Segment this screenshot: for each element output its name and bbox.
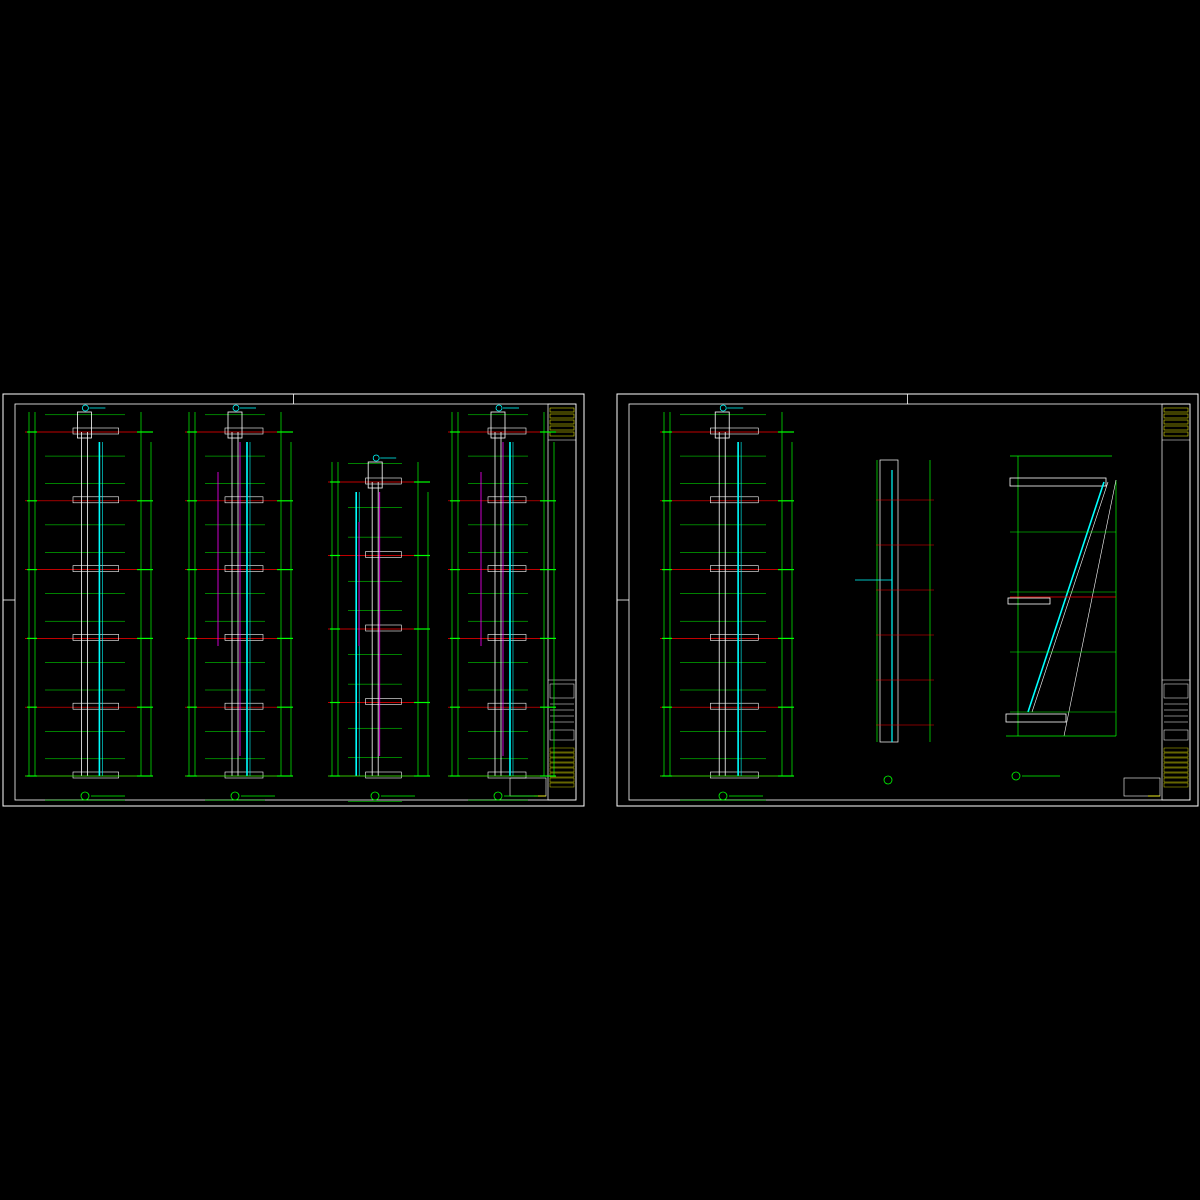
title-block-cell [549, 762, 575, 768]
title-block-cell [1163, 757, 1189, 763]
floor-slab [365, 698, 402, 705]
section-label-marker [883, 775, 893, 785]
roof-slab [1009, 477, 1107, 487]
narrow-wall-detail [855, 459, 934, 785]
floor-slab [72, 771, 119, 779]
wall-section-detail [25, 404, 153, 801]
section-label-marker [1011, 771, 1021, 781]
title-block-cell [549, 425, 575, 431]
section-label-marker [80, 791, 90, 801]
floor-slab [72, 565, 119, 572]
wall-body [879, 459, 899, 743]
company-logo [1163, 683, 1189, 699]
title-block-cell [1163, 782, 1189, 788]
detail-callout [495, 404, 503, 412]
floor-slab [487, 427, 527, 435]
stamp-box [509, 777, 547, 797]
floor-slab [224, 771, 264, 779]
title-block-cell [1163, 413, 1189, 419]
title-block [1161, 403, 1191, 801]
title-block-cell [549, 772, 575, 778]
sheet-left [2, 393, 585, 807]
wall-section-detail [448, 404, 556, 801]
floor-slab [1007, 597, 1051, 605]
title-block-cell [549, 431, 575, 437]
title-block-cell [549, 407, 575, 413]
base-slab [1005, 713, 1067, 723]
floor-slab [710, 427, 759, 435]
floor-slab [710, 702, 759, 710]
wall-section-detail [185, 404, 293, 801]
floor-slab [710, 771, 759, 779]
title-block-cell [1163, 747, 1189, 753]
floor-slab [710, 496, 759, 504]
floor-slab [710, 565, 759, 572]
floor-slab [365, 771, 402, 779]
sloped-frame [1063, 479, 1117, 737]
detail-callout [372, 454, 380, 462]
title-block-cell [1163, 762, 1189, 768]
title-block-cell [1163, 419, 1189, 425]
parapet [227, 411, 243, 439]
title-block-cell [549, 752, 575, 758]
parapet [77, 411, 92, 439]
title-block-cell [1163, 425, 1189, 431]
drawing-title-box [549, 729, 575, 741]
floor-slab [365, 551, 402, 558]
sheet-inner-border [628, 403, 1191, 801]
parapet [367, 461, 383, 489]
detail-callout [82, 404, 89, 412]
title-block-cell [1163, 431, 1189, 437]
title-block-cell [549, 413, 575, 419]
title-block-cell [549, 757, 575, 763]
title-block-cell [1163, 407, 1189, 413]
floor-slab [72, 634, 119, 641]
title-block-cell [549, 419, 575, 425]
section-label-marker [230, 791, 240, 801]
title-block-cell [549, 782, 575, 788]
company-logo [549, 683, 575, 699]
wall-section-detail [660, 404, 794, 801]
floor-slab [487, 565, 527, 572]
title-block-cell [1163, 752, 1189, 758]
floor-slab [224, 702, 264, 710]
title-block-cell [549, 767, 575, 773]
sloped-glazing-detail [1005, 455, 1117, 781]
parapet [714, 411, 730, 439]
floor-slab [487, 771, 527, 779]
floor-slab [224, 496, 264, 504]
floor-slab [487, 634, 527, 641]
floor-slab [487, 702, 527, 710]
floor-slab [72, 427, 119, 435]
title-block-cell [1163, 777, 1189, 783]
section-label-marker [718, 791, 728, 801]
floor-slab [365, 477, 402, 485]
sheet-outer-border [2, 393, 585, 807]
floor-slab [365, 624, 402, 632]
section-label-marker [493, 791, 503, 801]
floor-slab [224, 634, 264, 641]
title-block-cell [1163, 772, 1189, 778]
title-block-frame [547, 403, 577, 801]
floor-slab [487, 496, 527, 504]
detail-callout [719, 404, 727, 412]
detail-callout [232, 404, 240, 412]
title-block-cell [549, 747, 575, 753]
title-block-frame [1161, 403, 1191, 801]
sheet-right [616, 393, 1199, 807]
title-block-cell [1163, 767, 1189, 773]
wall-section-detail [328, 454, 430, 802]
stamp-box [1123, 777, 1161, 797]
parapet [490, 411, 506, 439]
floor-slab [710, 634, 759, 641]
title-block [547, 403, 577, 801]
floor-slab [72, 702, 119, 710]
drawing-title-box [1163, 729, 1189, 741]
floor-slab [72, 496, 119, 504]
section-label-marker [370, 791, 380, 801]
floor-slab [224, 565, 264, 572]
title-block-cell [549, 777, 575, 783]
floor-slab [224, 427, 264, 435]
